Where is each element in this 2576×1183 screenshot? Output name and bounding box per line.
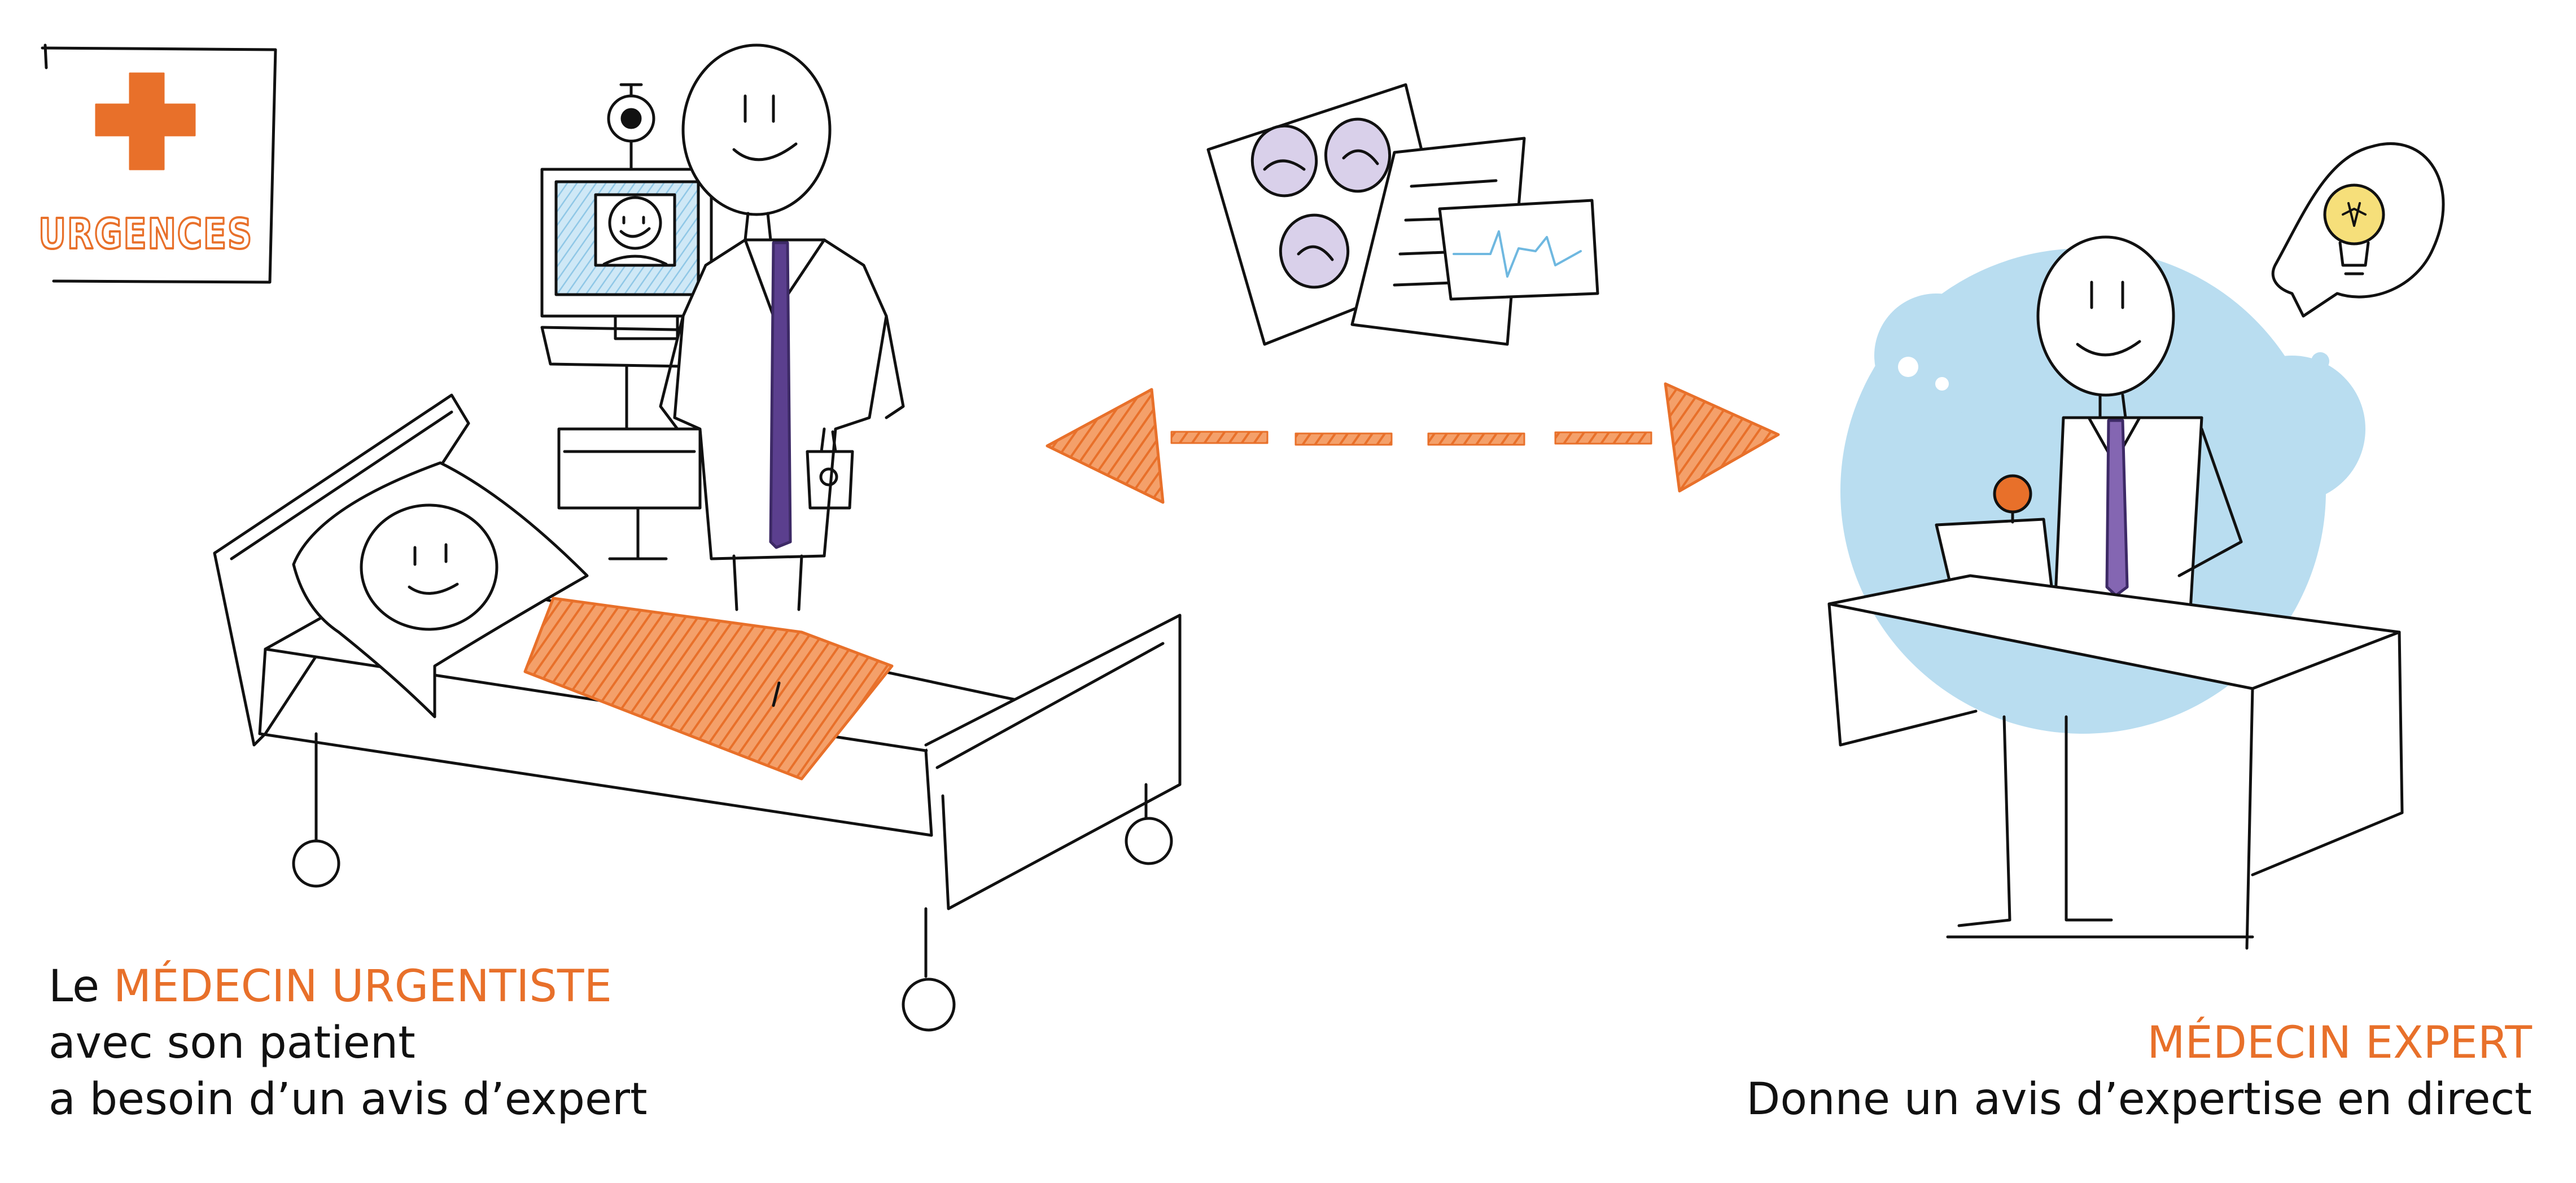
tie-icon — [769, 241, 792, 549]
caption-prefix: Le — [49, 961, 113, 1012]
tie-icon — [2105, 419, 2129, 597]
caption-line-2: Donne un avis d’expertise en direct — [1746, 1074, 2532, 1125]
wheel-icon — [902, 978, 956, 1032]
scan-image — [1279, 213, 1350, 289]
urgences-sign: URGENCES — [37, 43, 277, 284]
caption-line-2: avec son patient — [49, 1018, 416, 1068]
medical-cross-icon — [95, 72, 196, 170]
er-doctor-title: MÉDECIN URGENTISTE — [113, 961, 612, 1012]
wheel-icon — [1125, 817, 1173, 865]
expert-doctor-caption: MÉDECIN EXPERT Donne un avis d’expertise… — [1746, 1015, 2532, 1128]
caption-line-3: a besoin d’un avis d’expert — [49, 1074, 648, 1125]
arrow-head-right — [1664, 382, 1780, 493]
webcam-icon — [1993, 474, 2032, 514]
medical-documents — [1206, 83, 1599, 346]
expert-doctor-figure — [1827, 142, 2445, 950]
expert-doctor-title: MÉDECIN EXPERT — [2147, 1018, 2532, 1068]
ecg-line — [1453, 230, 1582, 278]
blanket — [523, 597, 894, 781]
patient-figure — [360, 503, 894, 781]
er-doctor-caption: Le MÉDECIN URGENTISTE avec son patient a… — [49, 958, 648, 1128]
scan-image — [1324, 117, 1392, 193]
urgences-label: URGENCES — [38, 210, 253, 258]
lightbulb-icon — [2323, 183, 2385, 275]
wheel-icon — [292, 839, 340, 888]
bidirectional-arrow — [1046, 382, 1780, 504]
arrow-head-left — [1046, 388, 1165, 504]
monitor-cart — [540, 83, 716, 560]
er-doctor-figure — [659, 43, 905, 611]
